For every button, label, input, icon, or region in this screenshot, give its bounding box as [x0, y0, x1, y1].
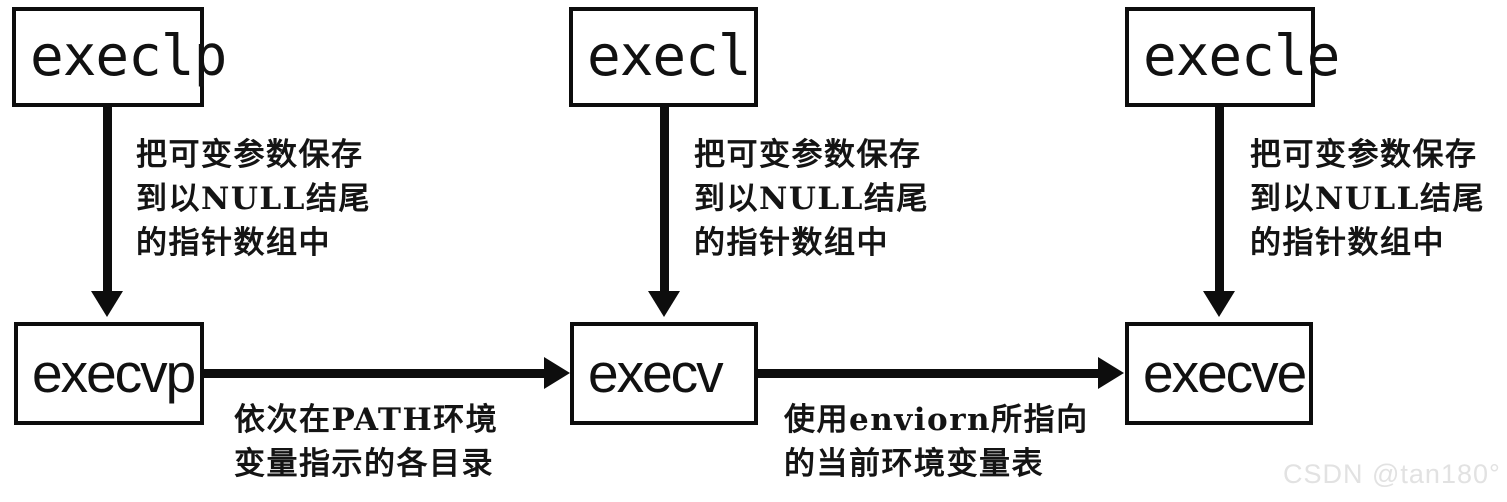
connector-execle-execve — [1215, 105, 1224, 295]
node-execl-label: execl — [587, 24, 752, 89]
edge-label-execv-execve: 使用enviorn所指向 的当前环境变量表 — [784, 398, 1089, 486]
connector-execl-execv — [660, 105, 669, 295]
node-execv[interactable]: execv — [570, 322, 758, 425]
arrowhead-execv-execve — [1098, 357, 1124, 389]
node-execlp[interactable]: execlp — [12, 7, 227, 107]
connector-execv-execve — [757, 369, 1102, 378]
node-execve-label: execve — [1143, 342, 1307, 404]
node-execvp-label: execvp — [32, 342, 196, 404]
edge-label-line-3: 的指针数组中 — [136, 225, 331, 262]
edge-label-line-2: 变量指示的各目录 — [234, 446, 494, 483]
node-execl[interactable]: execl — [569, 7, 758, 107]
edge-label-execl-execv: 把可变参数保存 到以NULL结尾 的指针数组中 — [694, 133, 929, 265]
edge-label-line-2: 到以NULL结尾 — [1250, 181, 1485, 218]
node-execve[interactable]: execve — [1125, 322, 1313, 425]
arrowhead-execlp-execvp — [91, 291, 123, 317]
edge-label-line-1: 把可变参数保存 — [1250, 137, 1478, 173]
edge-label-line-2: 到以NULL结尾 — [694, 181, 929, 218]
edge-label-execvp-execv: 依次在PATH环境 变量指示的各目录 — [234, 398, 498, 486]
node-execvp[interactable]: execvp — [14, 322, 204, 425]
arrowhead-execle-execve — [1203, 291, 1235, 317]
node-execlp-label: execlp — [30, 24, 227, 89]
edge-label-line-2: 的当前环境变量表 — [784, 446, 1044, 483]
edge-label-execle-execve: 把可变参数保存 到以NULL结尾 的指针数组中 — [1250, 133, 1485, 265]
csdn-watermark: CSDN @tan180° — [1283, 459, 1501, 489]
edge-label-line-1: 把可变参数保存 — [694, 137, 922, 173]
edge-label-line-1: 使用enviorn所指向 — [784, 402, 1089, 438]
node-execle-label: execle — [1143, 24, 1340, 89]
edge-label-line-1: 把可变参数保存 — [136, 137, 364, 173]
edge-label-line-1: 依次在PATH环境 — [234, 402, 499, 438]
arrowhead-execl-execv — [648, 291, 680, 317]
edge-label-execlp-execvp: 把可变参数保存 到以NULL结尾 的指针数组中 — [136, 133, 371, 265]
node-execle[interactable]: execle — [1125, 7, 1340, 107]
edge-label-line-3: 的指针数组中 — [1250, 225, 1445, 262]
connector-execlp-execvp — [103, 105, 112, 295]
connector-execvp-execv — [203, 369, 548, 378]
node-execv-label: execv — [588, 342, 724, 404]
edge-label-line-3: 的指针数组中 — [694, 225, 889, 262]
edge-label-line-2: 到以NULL结尾 — [136, 181, 371, 218]
arrowhead-execvp-execv — [544, 357, 570, 389]
